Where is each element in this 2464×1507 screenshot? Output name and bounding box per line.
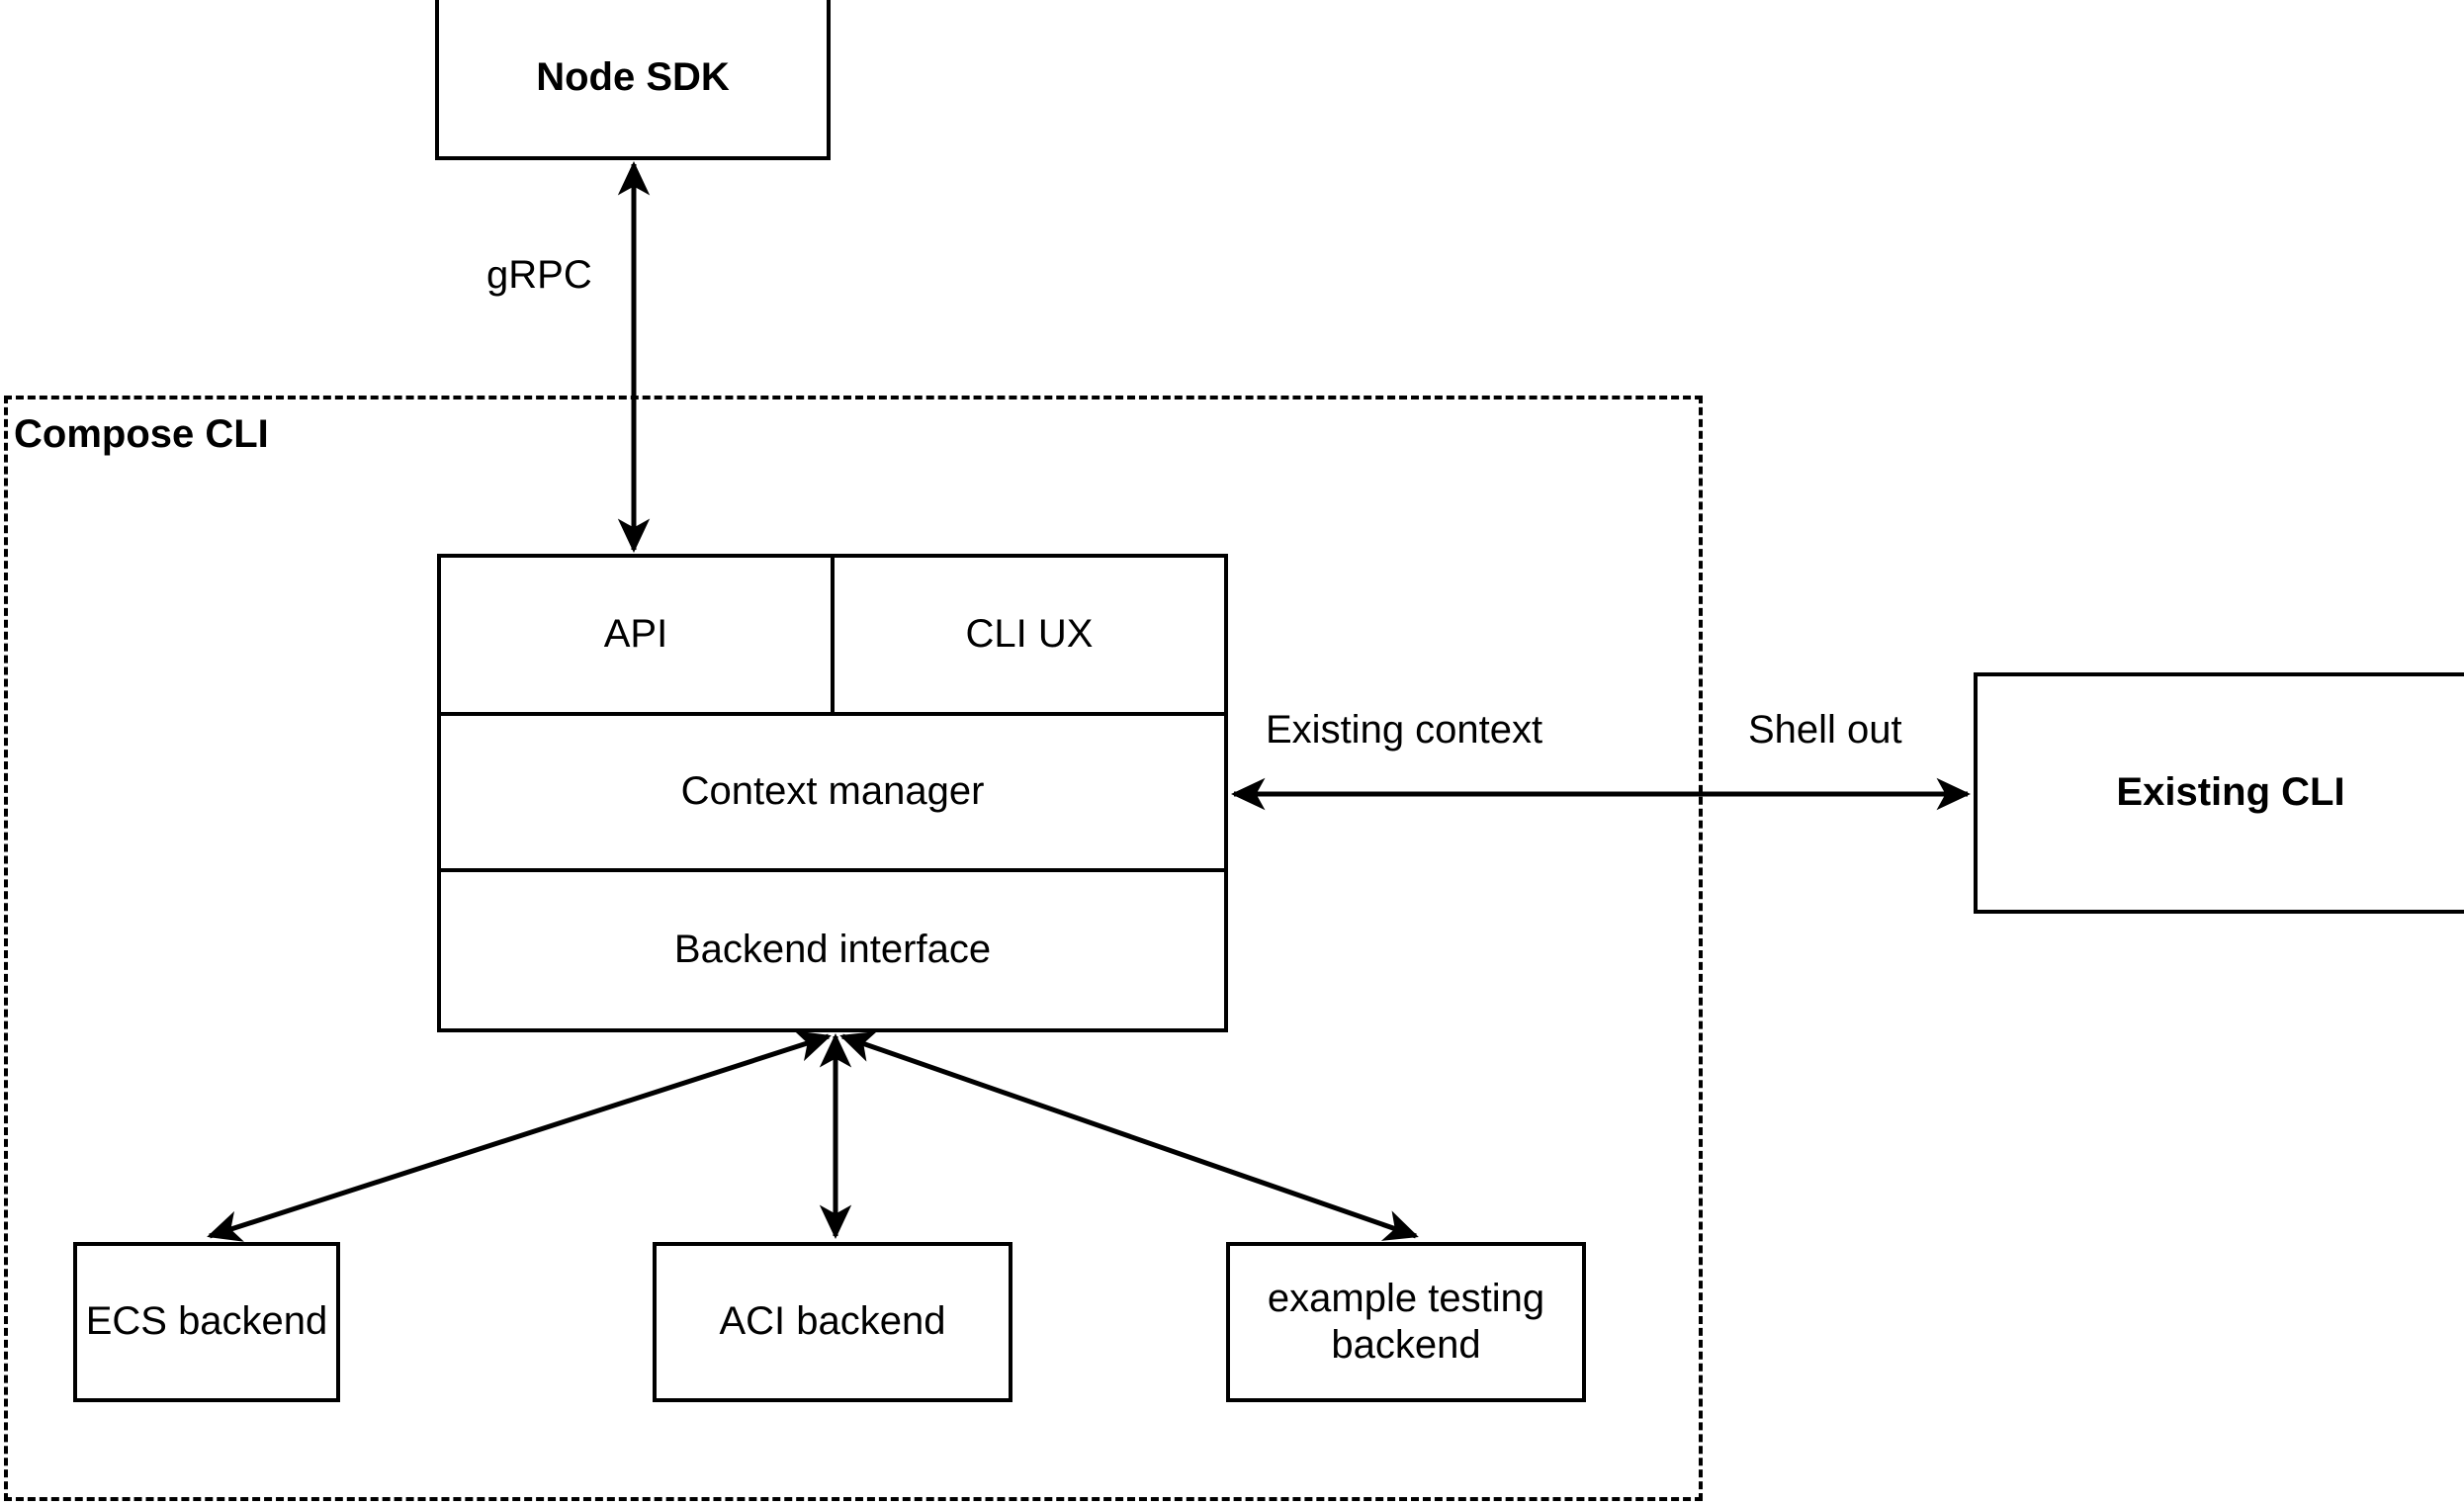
node-ecs-backend[interactable]: ECS backend: [73, 1242, 340, 1402]
edge-shell-out-label: Shell out: [1748, 708, 1902, 752]
edge-to-example-testing-backend: [839, 1031, 1419, 1241]
node-existing-cli-label: Existing CLI: [2116, 770, 2345, 815]
node-example-testing-backend-label-line2: backend: [1331, 1323, 1481, 1367]
node-node-sdk[interactable]: Node SDK: [435, 0, 831, 160]
node-existing-cli[interactable]: Existing CLI: [1974, 672, 2464, 914]
node-api-cli-ux-row: API CLI UX: [437, 554, 1228, 716]
edge-to-ecs-backend: [207, 1030, 832, 1242]
node-node-sdk-label: Node SDK: [536, 55, 730, 100]
node-ecs-backend-label: ECS backend: [85, 1299, 328, 1344]
node-example-testing-backend-label-line1: example testing: [1267, 1276, 1545, 1320]
edge-grpc-label: gRPC: [486, 253, 592, 297]
node-aci-backend-label: ACI backend: [719, 1299, 946, 1344]
node-cli-ux[interactable]: CLI UX: [831, 558, 1224, 712]
edge-existing-context-label: Existing context: [1266, 708, 1543, 752]
node-backend-interface[interactable]: Backend interface: [437, 868, 1228, 1032]
node-example-testing-backend[interactable]: example testing backend: [1226, 1242, 1586, 1402]
node-api[interactable]: API: [441, 558, 831, 712]
node-cli-ux-label: CLI UX: [965, 612, 1094, 657]
group-compose-cli-label: Compose CLI: [14, 412, 269, 456]
node-aci-backend[interactable]: ACI backend: [653, 1242, 1012, 1402]
node-backend-interface-label: Backend interface: [673, 928, 992, 972]
node-context-manager-label: Context manager: [680, 769, 985, 814]
group-compose-cli: [4, 396, 1703, 1501]
node-api-label: API: [603, 612, 668, 657]
node-context-manager[interactable]: Context manager: [437, 712, 1228, 872]
